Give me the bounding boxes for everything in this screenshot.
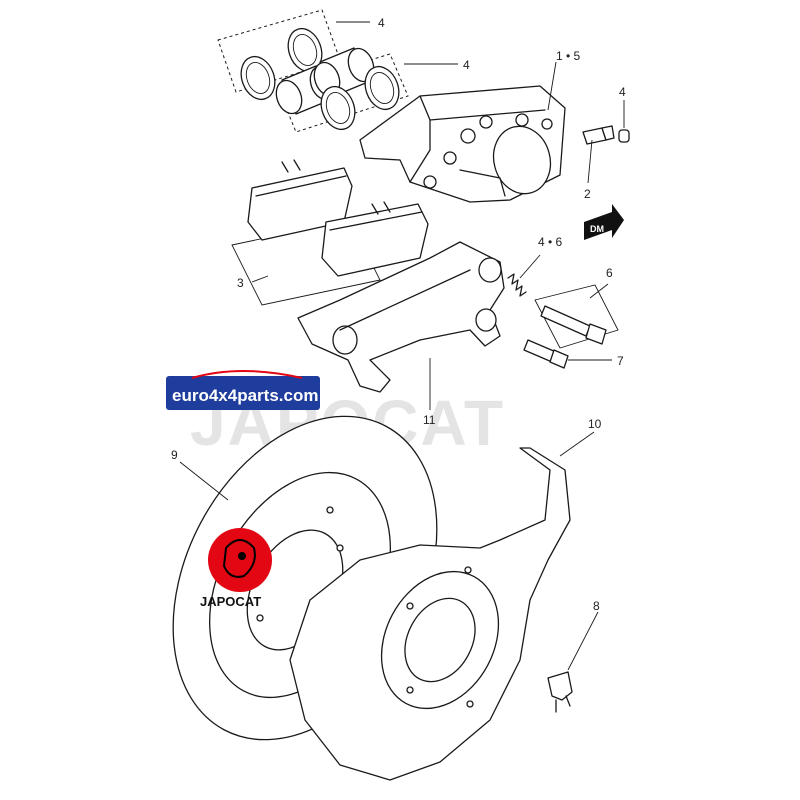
pistons-group [275, 47, 409, 133]
callout-4-pistons: 4 [463, 58, 470, 72]
seal-kit-group [217, 9, 341, 101]
euro4x4parts-text: euro4x4parts.com [172, 386, 318, 405]
leader-lines [179, 21, 625, 671]
guide-bolt [534, 284, 619, 349]
callout-1-5-caliper: 1 • 5 [556, 49, 581, 63]
callout-11-bracket: 11 [423, 413, 436, 427]
piston-seal-rings [240, 27, 323, 101]
japocat-logo: JAPOCAT [200, 528, 272, 609]
brake-pad-set [231, 159, 429, 306]
japocat-logo-text: JAPOCAT [200, 594, 261, 609]
dust-shield [289, 447, 571, 781]
direction-marker: DM [584, 204, 624, 240]
caliper-body [359, 85, 566, 203]
bleeder-screw [582, 125, 615, 145]
direction-marker-label: DM [590, 224, 604, 234]
callout-10-shield: 10 [588, 417, 602, 431]
bleeder-cap [618, 129, 630, 143]
retaining-clip [547, 671, 573, 713]
callout-4-seal-kit: 4 [378, 16, 385, 30]
caliper-bracket [297, 241, 505, 393]
callout-9-disc: 9 [171, 448, 178, 462]
callout-6-bolt: 6 [606, 266, 613, 280]
guide-spring [507, 273, 527, 297]
callout-3-pads: 3 [237, 276, 244, 290]
callout-7-bolt: 7 [617, 354, 624, 368]
callout-4-cap: 4 [619, 85, 626, 99]
callout-labels: 4 4 1 • 5 4 2 4 • 6 6 3 7 11 10 9 8 [171, 16, 626, 613]
brake-pad-inner [321, 201, 429, 277]
callout-8-clip: 8 [593, 599, 600, 613]
callout-2-bleeder: 2 [584, 187, 591, 201]
callout-4-6-spring: 4 • 6 [538, 235, 563, 249]
euro4x4parts-badge: euro4x4parts.com [166, 370, 320, 410]
mounting-bolt [523, 339, 569, 369]
